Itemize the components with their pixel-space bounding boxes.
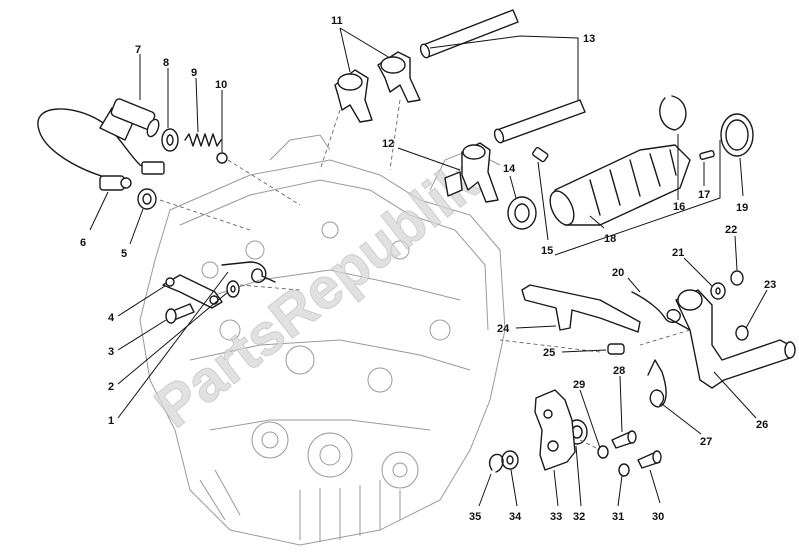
callout-28: 28 <box>613 365 625 377</box>
neutral-sensor-cable <box>37 98 165 191</box>
leader-lines <box>89 27 768 507</box>
shift-fork-12 <box>444 142 499 203</box>
detent-parts <box>161 128 228 164</box>
callout-18: 18 <box>604 233 616 245</box>
callout-10: 10 <box>215 79 227 91</box>
gearshift-shaft-26 <box>675 289 796 389</box>
washer-34 <box>501 450 519 470</box>
callout-4: 4 <box>108 312 115 324</box>
callout-13: 13 <box>583 33 595 45</box>
shift-forks-11 <box>334 51 421 123</box>
bracket-33 <box>534 389 576 471</box>
callout-11: 11 <box>331 15 343 27</box>
selector-drum-18 <box>549 144 691 226</box>
bolt-28 <box>611 430 637 449</box>
callout-19: 19 <box>736 202 748 214</box>
bolt-3 <box>165 303 195 324</box>
washer-5 <box>137 188 157 210</box>
plate-24 <box>521 284 641 333</box>
circlip-35 <box>488 453 504 473</box>
callout-12: 12 <box>382 138 394 150</box>
callout-1: 1 <box>108 415 114 427</box>
spring-20 <box>631 291 691 331</box>
washer-31 <box>618 463 630 477</box>
pin-17 <box>699 150 715 160</box>
ring-19 <box>720 113 754 157</box>
callout-16: 16 <box>673 201 685 213</box>
washer-29 <box>597 445 609 459</box>
spring-27 <box>647 359 667 408</box>
callout-21: 21 <box>672 247 684 259</box>
bush-23 <box>735 325 749 341</box>
callout-20: 20 <box>612 267 624 279</box>
callout-17: 17 <box>698 189 710 201</box>
callout-2: 2 <box>108 381 114 393</box>
washer-2 <box>226 280 240 298</box>
callout-34: 34 <box>509 511 522 523</box>
callout-26: 26 <box>756 419 768 431</box>
callout-23: 23 <box>764 279 776 291</box>
callout-9: 9 <box>191 67 197 79</box>
callout-32: 32 <box>573 511 585 523</box>
circlip-16 <box>659 95 687 131</box>
callout-5: 5 <box>121 248 127 260</box>
fork-shafts-13 <box>419 9 586 144</box>
callout-35: 35 <box>469 511 481 523</box>
engine-crankcase <box>139 134 506 546</box>
callout-15: 15 <box>541 245 553 257</box>
callout-33: 33 <box>550 511 562 523</box>
callout-8: 8 <box>163 57 169 69</box>
callout-6: 6 <box>80 237 86 249</box>
pin-25 <box>607 343 625 355</box>
spring-1 <box>221 261 276 284</box>
callout-29: 29 <box>573 379 585 391</box>
callout-3: 3 <box>108 346 114 358</box>
callout-31: 31 <box>612 511 624 523</box>
callout-labels: 7 8 9 10 11 13 12 14 15 16 17 19 18 6 5 … <box>80 15 776 523</box>
callout-27: 27 <box>700 436 712 448</box>
callout-7: 7 <box>135 44 141 56</box>
callout-24: 24 <box>497 323 510 335</box>
callout-14: 14 <box>503 163 516 175</box>
circlip-22 <box>730 270 744 286</box>
bolt-30 <box>637 450 662 469</box>
callout-30: 30 <box>652 511 664 523</box>
assembly-dashes <box>159 99 691 451</box>
callout-25: 25 <box>543 347 555 359</box>
callout-22: 22 <box>725 224 737 236</box>
pin-15 <box>532 146 549 163</box>
washer-14 <box>507 196 537 230</box>
washer-21 <box>710 282 726 300</box>
